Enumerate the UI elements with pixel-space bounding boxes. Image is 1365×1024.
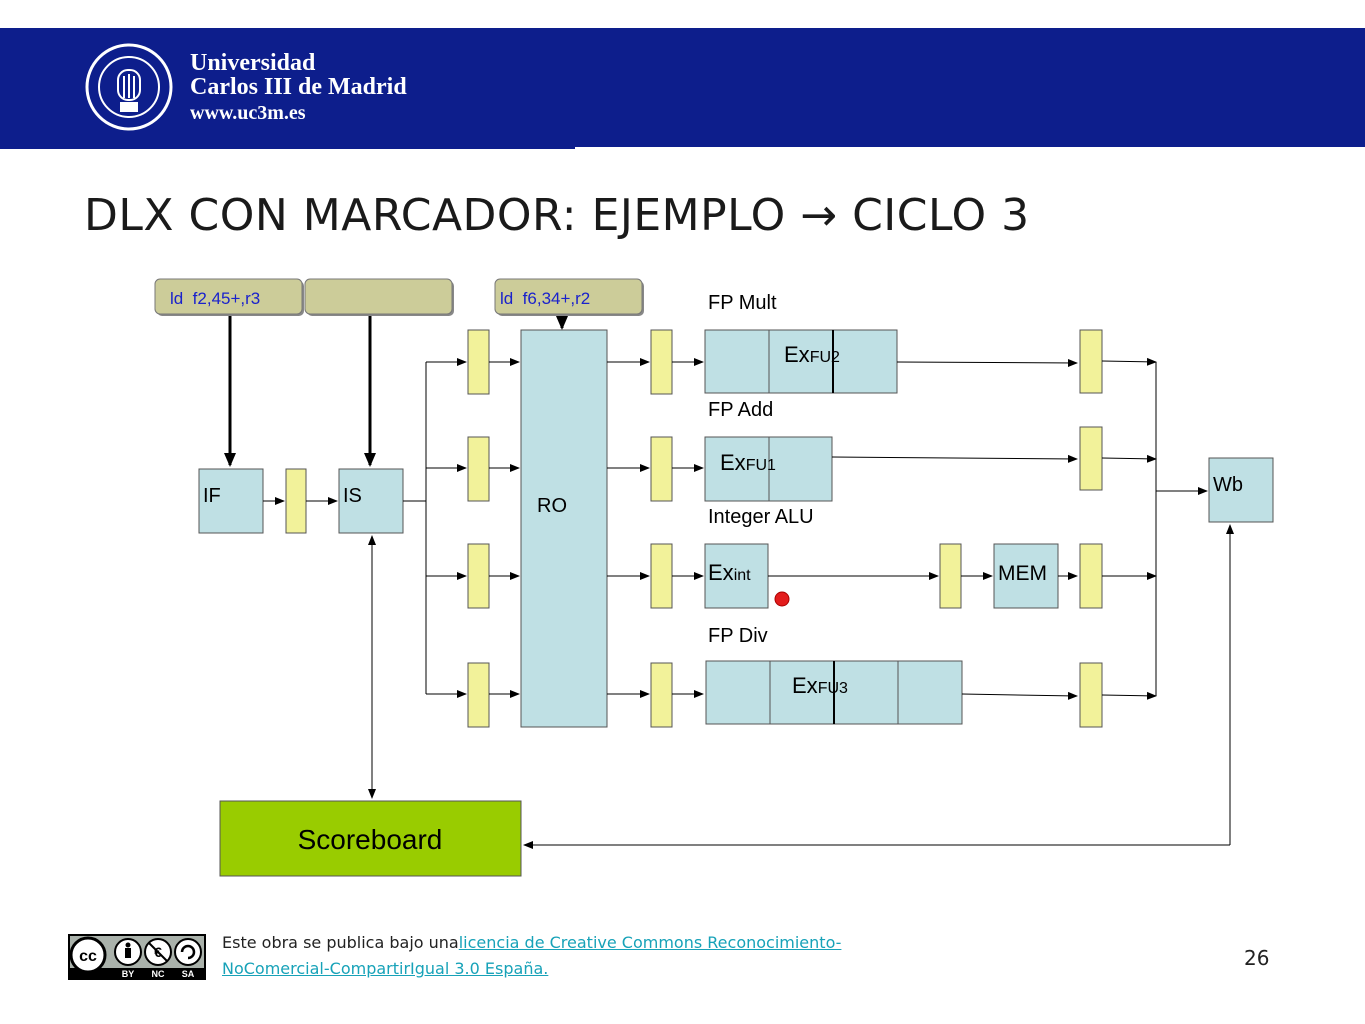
university-name-line2: Carlos III de Madrid (190, 74, 407, 100)
latch-ex-4 (650, 662, 673, 728)
svg-text:ExFU1: ExFU1 (720, 450, 776, 475)
latch-ex-3 (650, 543, 673, 609)
status-marker-dot (774, 591, 790, 607)
latch-mem (939, 543, 962, 609)
fp-div-unit: ExFU3 (705, 660, 963, 725)
slide-title: DLX CON MARCADOR: EJEMPLO → CICLO 3 (84, 190, 1030, 241)
license-link-line1[interactable]: licencia de Creative Commons Reconocimie… (458, 933, 842, 952)
ro-stage (520, 329, 608, 728)
svg-text:cc: cc (79, 948, 97, 965)
cc-badge-nc: NC (152, 969, 165, 979)
license-prefix: Este obra se publica bajo una (222, 933, 459, 952)
instruction-if-text: ld f2,45+,r3 (170, 289, 260, 308)
ex-int-sub: int (734, 567, 751, 584)
fp-div-label: FP Div (708, 625, 768, 647)
if-label: IF (203, 485, 221, 507)
instruction-box-if: ld f2,45+,r3 (154, 278, 304, 316)
fp-mult-unit: ExFU2 (704, 329, 898, 394)
latch-wb-1 (1079, 329, 1103, 394)
ex-fu2-ex: Ex (784, 342, 810, 367)
instruction-box-ro: ld f6,34+,r2 (494, 278, 644, 316)
svg-text:Exint: Exint (708, 560, 751, 585)
creative-commons-badge[interactable]: cc € BY NC SA (68, 934, 206, 980)
license-link[interactable]: licencia de Creative Commons Reconocimie… (222, 933, 841, 978)
is-label: IS (343, 485, 362, 507)
cc-badge-by: BY (122, 969, 135, 979)
mem-label: MEM (998, 562, 1047, 585)
ex-fu2-sub: FU2 (810, 349, 840, 366)
page-number: 26 (1244, 946, 1270, 970)
mem-stage (993, 543, 1059, 609)
header-band (0, 28, 1365, 147)
license-link-line2[interactable]: NoComercial-CompartirIgual 3.0 España. (222, 959, 549, 978)
integer-alu-label: Integer ALU (708, 506, 814, 528)
latch-wb-2 (1079, 426, 1103, 491)
instruction-ro-text: ld f6,34+,r2 (500, 289, 590, 308)
latch-ex-1 (650, 329, 673, 395)
wb-label: Wb (1213, 474, 1243, 496)
header-underline (0, 147, 575, 149)
ex-fu3-ex: Ex (792, 673, 818, 698)
latch-ex-2 (650, 436, 673, 502)
instruction-box-is (304, 278, 454, 316)
latch-ro-2 (467, 436, 490, 502)
ex-fu1-ex: Ex (720, 450, 746, 475)
cc-badge-sa: SA (182, 969, 195, 979)
latch-ro-1 (467, 329, 490, 395)
integer-unit: Exint (704, 543, 769, 609)
latch-ro-3 (467, 543, 490, 609)
wb-stage (1208, 457, 1274, 523)
university-website[interactable]: www.uc3m.es (190, 102, 306, 124)
svg-text:ExFU2: ExFU2 (784, 342, 840, 367)
ro-label: RO (537, 495, 567, 517)
university-seal-logo (85, 43, 173, 131)
scoreboard-label: Scoreboard (298, 824, 443, 855)
latch-if-is (285, 468, 307, 534)
license-notice: Este obra se publica bajo unalicencia de… (222, 930, 922, 982)
latch-wb-4 (1079, 662, 1103, 728)
is-stage (338, 468, 404, 534)
fp-add-label: FP Add (708, 399, 773, 421)
fp-add-unit: ExFU1 (704, 436, 833, 502)
ex-fu3-sub: FU3 (818, 680, 848, 697)
ex-fu1-sub: FU1 (746, 457, 776, 474)
scoreboard-box (219, 800, 522, 877)
fp-mult-label: FP Mult (708, 292, 777, 314)
svg-text:ExFU3: ExFU3 (792, 673, 848, 698)
latch-wb-3 (1079, 543, 1103, 609)
latch-ro-4 (467, 662, 490, 728)
university-name-line1: Universidad (190, 50, 316, 76)
ex-int-ex: Ex (708, 560, 734, 585)
